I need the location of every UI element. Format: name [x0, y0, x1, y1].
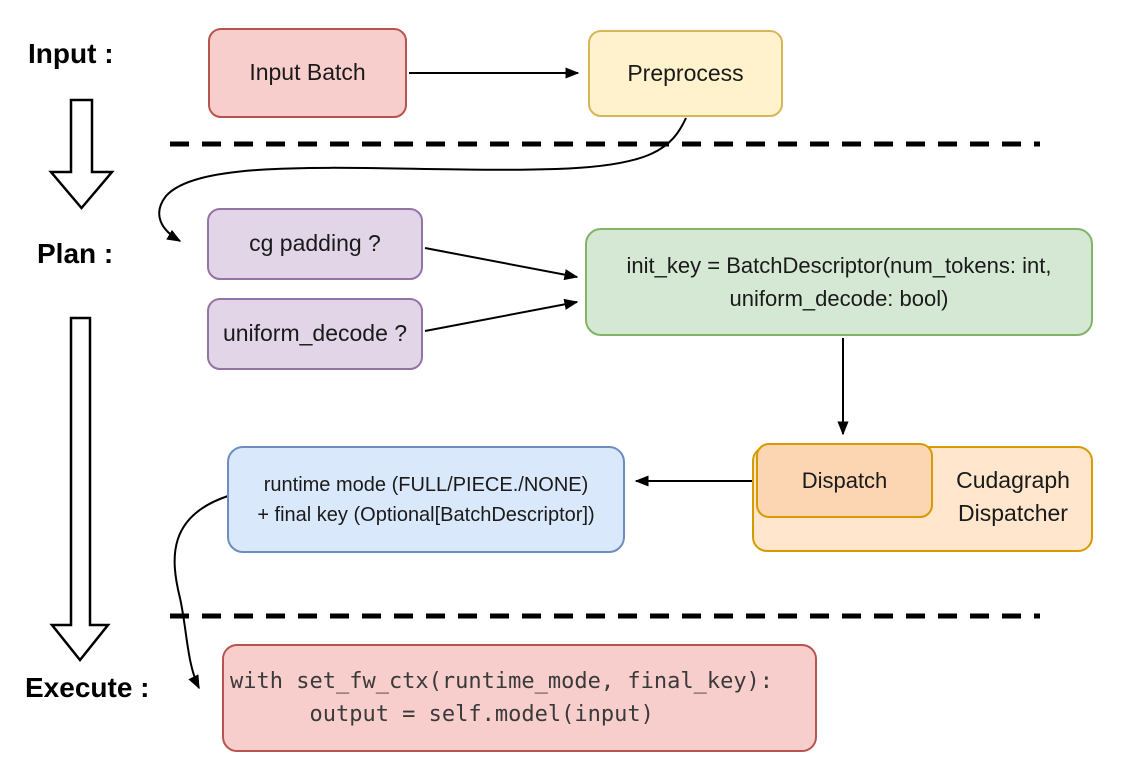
hollow-arrow-plan-to-execute-icon [49, 316, 111, 663]
node-preprocess-label: Preprocess [627, 59, 744, 86]
section-label-plan: Plan : [37, 238, 114, 269]
node-cudagraph-line1: Cudagraph [956, 467, 1070, 493]
node-dispatch-label: Dispatch [801, 467, 888, 493]
arrow-runtime-mode-to-execute-code [173, 495, 229, 690]
node-runtime-mode-line2: + final key (Optional[BatchDescriptor]) [257, 503, 595, 526]
node-input-batch: Input Batch [208, 28, 407, 118]
section-label-input: Input : [28, 38, 114, 69]
node-cg-padding: cg padding ? [207, 208, 423, 280]
node-cg-padding-label: cg padding ? [249, 230, 381, 257]
node-runtime-mode-line1: runtime mode (FULL/PIECE./NONE) [263, 473, 589, 496]
node-execute-code-line1: with set_fw_ctx(runtime_mode, final_key)… [230, 669, 774, 694]
node-dispatch: Dispatch [756, 443, 933, 518]
section-label-execute: Execute : [25, 672, 150, 703]
node-input-batch-label: Input Batch [249, 59, 366, 86]
node-init-key: init_key = BatchDescriptor(num_tokens: i… [585, 228, 1093, 336]
arrow-preprocess-to-cg-padding [158, 117, 687, 242]
hollow-arrow-input-to-plan-icon [48, 98, 115, 210]
arrow-cg-padding-to-init-key [424, 247, 579, 281]
node-execute-code: with set_fw_ctx(runtime_mode, final_key)… [222, 644, 817, 752]
node-preprocess: Preprocess [588, 30, 783, 117]
node-uniform-decode: uniform_decode ? [207, 298, 423, 370]
node-execute-code-line2: output = self.model(input) [230, 702, 654, 727]
arrow-uniform-decode-to-init-key [424, 298, 579, 332]
node-runtime-mode: runtime mode (FULL/PIECE./NONE) + final … [227, 446, 625, 553]
node-init-key-line2: uniform_decode: bool) [729, 286, 949, 311]
node-cudagraph-line2: Dispatcher [958, 500, 1068, 526]
node-init-key-line1: init_key = BatchDescriptor(num_tokens: i… [626, 253, 1052, 278]
node-uniform-decode-label: uniform_decode ? [222, 320, 408, 347]
node-cudagraph-dispatcher-label: Cudagraph Dispatcher [933, 464, 1093, 530]
